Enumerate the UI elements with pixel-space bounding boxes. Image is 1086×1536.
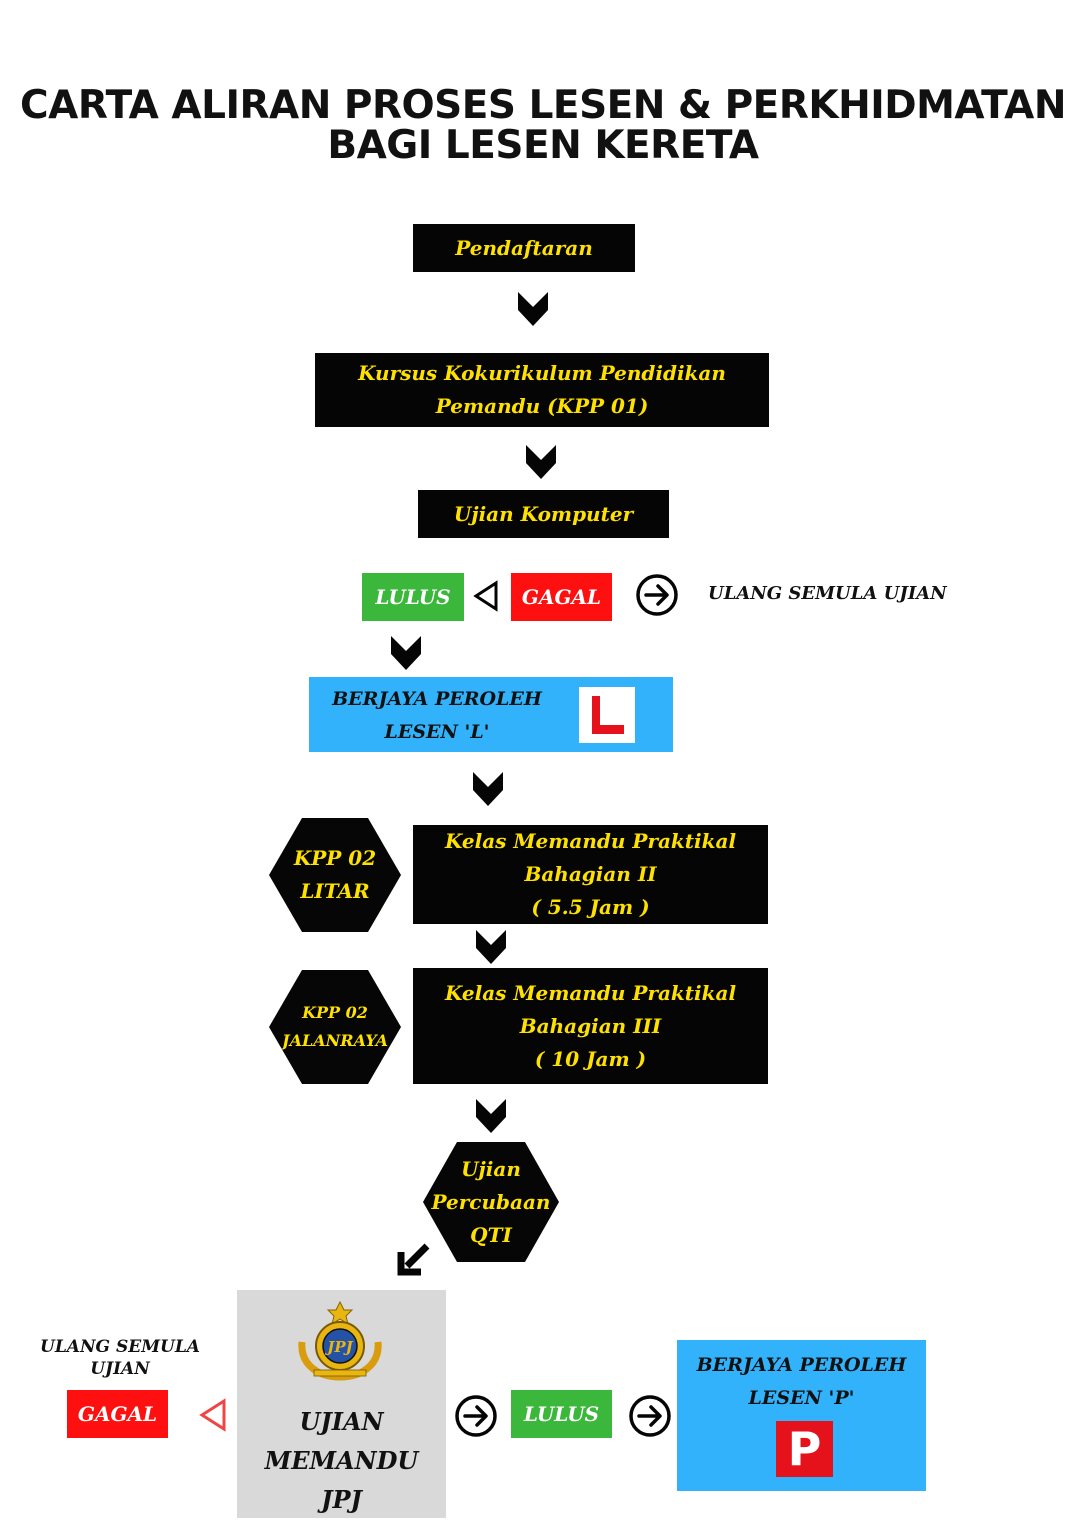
hex-ujian-qti: Ujian Percubaan QTI xyxy=(423,1142,559,1262)
chevron-down-icon xyxy=(518,292,548,326)
ulang-semula-note-2: ULANG SEMULA UJIAN xyxy=(40,1336,200,1380)
ulang2-line-1: ULANG SEMULA xyxy=(40,1337,200,1357)
gagal-tag-1: GAGAL xyxy=(511,573,612,621)
l-plate-icon xyxy=(579,687,635,743)
step-pendaftaran-label: Pendaftaran xyxy=(455,235,593,260)
arrow-right-circle-icon xyxy=(629,1395,671,1437)
jpj-line-2: MEMANDU xyxy=(264,1446,419,1475)
step-kelas-bahagian-3: Kelas Memandu Praktikal Bahagian III ( 1… xyxy=(413,968,768,1084)
result-lesen-l: BERJAYA PEROLEH LESEN 'L' xyxy=(309,677,673,752)
kelas3-line-2: Bahagian III xyxy=(519,1013,662,1038)
gagal-tag-2-label: GAGAL xyxy=(77,1402,158,1426)
lulus-tag-2-label: LULUS xyxy=(523,1402,600,1426)
kelas3-line-1: Kelas Memandu Praktikal xyxy=(444,980,737,1005)
hex-kpp02-litar-line-2: LITAR xyxy=(300,879,370,903)
chevron-down-icon xyxy=(391,636,421,670)
p-plate-icon: P xyxy=(776,1421,833,1477)
gagal-tag-1-label: GAGAL xyxy=(521,585,602,609)
title-line-1: CARTA ALIRAN PROSES LESEN & PERKHIDMATAN xyxy=(20,83,1066,128)
result-lesen-p: BERJAYA PEROLEH LESEN 'P' P xyxy=(677,1340,926,1491)
kelas2-line-2: Bahagian II xyxy=(524,862,657,886)
triangle-left-icon xyxy=(473,580,498,612)
lesen-p-line-2: LESEN 'P' xyxy=(748,1387,855,1409)
kelas3-line-3: ( 10 Jam ) xyxy=(534,1046,647,1071)
arrow-down-left-icon xyxy=(397,1243,430,1276)
qti-line-1: Ujian xyxy=(461,1156,521,1181)
step-ujian-memandu-jpj: JPJ UJIAN MEMANDU JPJ xyxy=(237,1290,446,1518)
step-ujian-komputer-label: Ujian Komputer xyxy=(453,501,634,526)
title-line-2: BAGI LESEN KERETA xyxy=(327,123,759,168)
triangle-left-icon xyxy=(199,1398,226,1432)
chevron-down-icon xyxy=(473,772,503,806)
ulang-semula-note-1: ULANG SEMULA UJIAN xyxy=(708,583,947,604)
jpj-line-1: UJIAN xyxy=(299,1407,384,1436)
step-kursus-kpp01: Kursus Kokurikulum Pendidikan Pemandu (K… xyxy=(315,353,769,427)
kelas2-line-1: Kelas Memandu Praktikal xyxy=(444,829,737,853)
hex-kpp02-jalanraya-line-2: JALANRAYA xyxy=(282,1031,388,1050)
lulus-tag-1-label: LULUS xyxy=(375,585,451,609)
lulus-tag-1: LULUS xyxy=(362,573,464,621)
ulang2-line-2: UJIAN xyxy=(90,1359,150,1379)
chevron-down-icon xyxy=(476,930,506,964)
lesen-l-line-2: LESEN 'L' xyxy=(384,721,490,743)
jpj-emblem-icon: JPJ xyxy=(298,1300,382,1381)
qti-line-2: Percubaan xyxy=(431,1189,551,1214)
hex-kpp02-litar-line-1: KPP 02 xyxy=(293,846,377,870)
gagal-tag-2: GAGAL xyxy=(67,1390,168,1438)
hex-kpp02-jalanraya: KPP 02 JALANRAYA xyxy=(269,970,401,1084)
step-kursus-line-2: Pemandu (KPP 01) xyxy=(435,394,649,418)
lulus-tag-2: LULUS xyxy=(511,1390,612,1438)
hex-kpp02-jalanraya-line-1: KPP 02 xyxy=(302,1003,368,1022)
step-pendaftaran: Pendaftaran xyxy=(413,224,635,272)
kelas2-line-3: ( 5.5 Jam ) xyxy=(531,895,650,919)
arrow-right-circle-icon xyxy=(636,574,678,616)
hex-kpp02-litar: KPP 02 LITAR xyxy=(269,818,401,932)
step-ujian-komputer: Ujian Komputer xyxy=(418,490,669,538)
qti-line-3: QTI xyxy=(470,1222,512,1247)
lesen-l-line-1: BERJAYA PEROLEH xyxy=(332,688,542,710)
arrow-right-circle-icon xyxy=(455,1395,497,1437)
jpj-emblem-text: JPJ xyxy=(324,1338,353,1356)
step-kelas-bahagian-2: Kelas Memandu Praktikal Bahagian II ( 5.… xyxy=(413,825,768,924)
lesen-p-line-1: BERJAYA PEROLEH xyxy=(696,1354,907,1376)
chevron-down-icon xyxy=(476,1099,506,1133)
chevron-down-icon xyxy=(526,445,556,479)
jpj-label: UJIAN MEMANDU JPJ xyxy=(237,1402,446,1519)
jpj-line-3: JPJ xyxy=(321,1485,362,1514)
step-kursus-line-1: Kursus Kokurikulum Pendidikan xyxy=(358,361,726,385)
